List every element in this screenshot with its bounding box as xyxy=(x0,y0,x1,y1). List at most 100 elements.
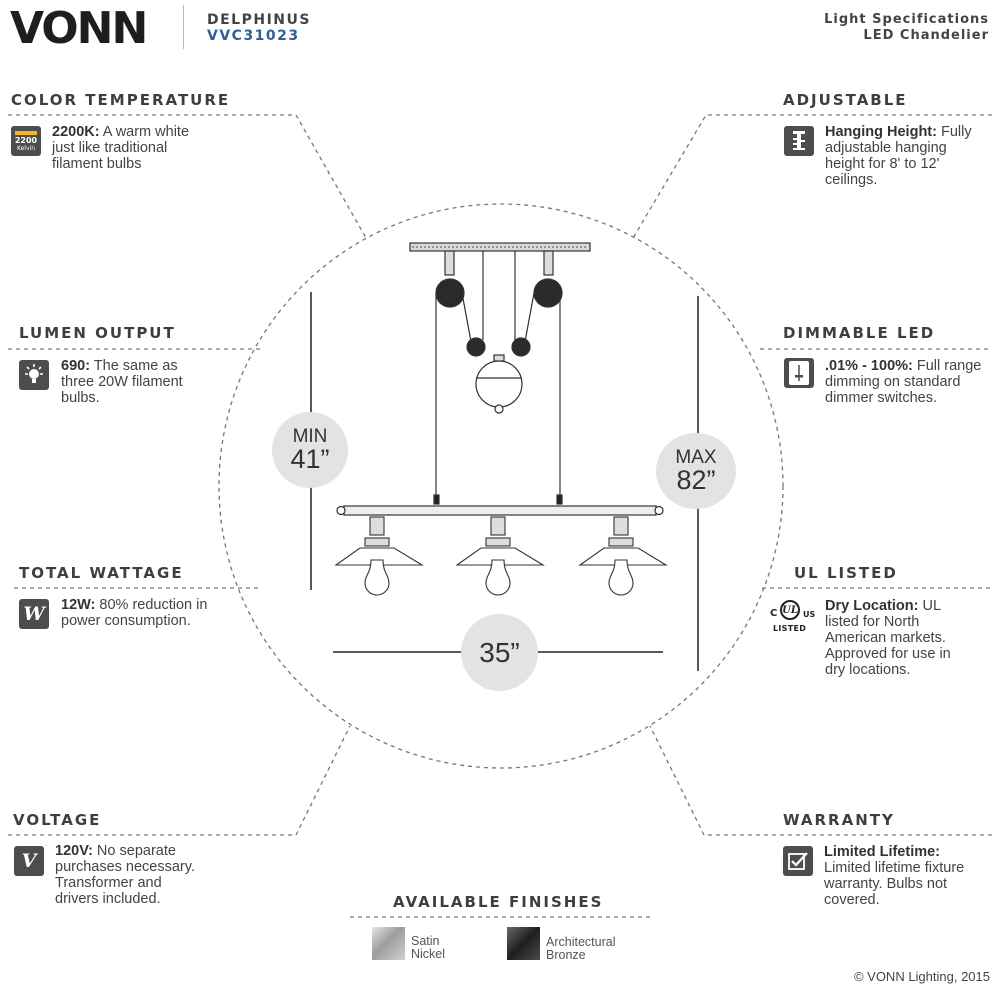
desc-color-temperature-3: filament bulbs xyxy=(52,156,142,172)
section-title-lumen-output: LUMEN OUTPUT xyxy=(19,324,176,342)
desc-adjustable-4: ceilings. xyxy=(825,172,878,188)
pendant-center xyxy=(455,516,545,596)
desc-voltage-4: drivers included. xyxy=(55,891,161,907)
section-title-finishes: AVAILABLE FINISHES xyxy=(393,893,604,911)
desc-total-wattage: 12W: 80% reduction in power consumption. xyxy=(61,597,256,629)
kelvin-icon: 2200 Kelvin xyxy=(11,126,41,156)
max-height-value: 82” xyxy=(676,465,716,495)
product-name: DELPHINUS xyxy=(207,12,311,28)
dimmer-icon xyxy=(784,358,814,388)
min-height-value: 41” xyxy=(290,444,330,474)
copyright: © VONN Lighting, 2015 xyxy=(853,969,990,984)
warranty-check-icon-glyph xyxy=(788,852,808,870)
desc-dimmable-led-3: dimmer switches. xyxy=(825,390,937,406)
value-ul-listed: Dry Location: xyxy=(825,598,919,614)
desc-color-temperature-2: just like traditional xyxy=(52,140,168,156)
ul-icon-c: C xyxy=(770,608,778,619)
desc-total-wattage-1: 80% reduction in xyxy=(95,597,208,613)
desc-ul-listed-5: dry locations. xyxy=(825,662,911,678)
voltage-icon: V xyxy=(14,846,44,876)
section-title-adjustable: ADJUSTABLE xyxy=(783,91,908,109)
section-title-total-wattage: TOTAL WATTAGE xyxy=(19,564,184,582)
desc-total-wattage-2: power consumption. xyxy=(61,613,191,629)
desc-ul-listed-1: UL xyxy=(918,598,942,614)
desc-warranty-2: warranty. Bulbs not xyxy=(824,876,948,892)
ul-icon-listed: LISTED xyxy=(773,624,807,633)
desc-adjustable-2: adjustable hanging xyxy=(825,140,947,156)
section-title-voltage: VOLTAGE xyxy=(13,811,102,829)
desc-color-temperature-1: A warm white xyxy=(99,124,190,140)
desc-voltage-1: No separate xyxy=(92,843,176,859)
pendant-left xyxy=(334,516,424,596)
leader-color-temperature xyxy=(8,114,367,239)
vonn-logo: VONN xyxy=(10,3,148,54)
wattage-icon-letter: W xyxy=(23,603,45,625)
ruler-icon-glyph xyxy=(793,131,805,150)
width-badge: 35” xyxy=(461,614,538,691)
min-height-badge: MIN 41” xyxy=(272,412,348,488)
desc-ul-listed: Dry Location: UL listed for North Americ… xyxy=(825,598,1000,678)
warranty-check-icon xyxy=(783,846,813,876)
desc-ul-listed-2: listed for North xyxy=(825,614,920,630)
finish-0-line2: Nickel xyxy=(411,947,446,961)
min-height-label: MIN xyxy=(292,426,328,447)
desc-adjustable-3: height for 8' to 12' xyxy=(825,156,940,172)
kelvin-icon-unit: Kelvin xyxy=(16,144,35,152)
desc-ul-listed-3: American markets. xyxy=(825,630,946,646)
section-title-color-temperature: COLOR TEMPERATURE xyxy=(11,91,231,109)
desc-warranty-3: covered. xyxy=(824,892,880,908)
bulb-icon xyxy=(19,360,49,390)
value-lumen-output: 690: xyxy=(61,358,91,374)
desc-lumen-output-3: bulbs. xyxy=(61,390,100,406)
value-warranty: Limited Lifetime: xyxy=(824,844,941,860)
pendant-right xyxy=(578,516,668,596)
desc-ul-listed-4: Approved for use in xyxy=(825,646,951,662)
desc-dimmable-led-1: Full range xyxy=(912,358,982,374)
finish-1-line2: Bronze xyxy=(546,948,586,962)
product-sku: VVC31023 xyxy=(207,28,300,44)
ruler-icon xyxy=(784,126,814,156)
desc-voltage: 120V: No separate purchases necessary. T… xyxy=(55,843,255,907)
main-dashed-circle xyxy=(218,203,784,769)
wattage-icon: W xyxy=(19,599,49,629)
finish-swatch-architectural-bronze xyxy=(507,927,540,960)
desc-color-temperature: 2200K: A warm white just like traditiona… xyxy=(52,124,252,172)
leader-voltage xyxy=(8,725,351,836)
finish-label-architectural-bronze: Architectural Bronze xyxy=(546,936,615,962)
desc-dimmable-led-2: dimming on standard xyxy=(825,374,961,390)
finish-swatch-satin-nickel xyxy=(372,927,405,960)
section-title-ul-listed: UL LISTED xyxy=(794,564,898,582)
section-title-warranty: WARRANTY xyxy=(783,811,895,829)
desc-warranty: Limited Lifetime: Limited lifetime fixtu… xyxy=(824,844,1000,908)
ul-icon-ul: UL xyxy=(782,604,798,616)
max-height-label: MAX xyxy=(675,447,717,468)
finish-label-satin-nickel: Satin Nickel xyxy=(411,935,445,961)
leader-warranty xyxy=(649,725,992,836)
finish-0-line1: Satin xyxy=(411,934,440,948)
spec-heading-line2: LED Chandelier xyxy=(863,28,989,43)
width-value: 35” xyxy=(479,637,520,668)
kelvin-icon-number: 2200 xyxy=(14,135,38,145)
voltage-icon-letter: V xyxy=(21,850,37,872)
value-adjustable: Hanging Height: xyxy=(825,124,937,140)
desc-warranty-1: Limited lifetime fixture xyxy=(824,860,965,876)
value-voltage: 120V: xyxy=(55,843,93,859)
spec-heading-line1: Light Specifications xyxy=(824,12,989,27)
max-height-badge: MAX 82” xyxy=(656,433,736,509)
desc-adjustable-1: Fully xyxy=(936,124,972,140)
ul-listed-icon: C UL US LISTED xyxy=(770,598,820,638)
bulb-icon-glyph xyxy=(25,364,43,383)
dimmer-icon-glyph xyxy=(795,365,803,381)
desc-voltage-2: purchases necessary. xyxy=(55,859,195,875)
desc-voltage-3: Transformer and xyxy=(55,875,162,891)
finish-1-line1: Architectural xyxy=(546,935,616,949)
ul-icon-us: US xyxy=(803,610,816,619)
desc-lumen-output-2: three 20W filament xyxy=(61,374,183,390)
value-dimmable-led: .01% - 100%: xyxy=(825,358,913,374)
section-title-dimmable-led: DIMMABLE LED xyxy=(783,324,936,342)
desc-lumen-output: 690: The same as three 20W filament bulb… xyxy=(61,358,251,406)
header-divider xyxy=(183,5,184,49)
value-color-temperature: 2200K: xyxy=(52,124,100,140)
desc-dimmable-led: .01% - 100%: Full range dimming on stand… xyxy=(825,358,1000,406)
